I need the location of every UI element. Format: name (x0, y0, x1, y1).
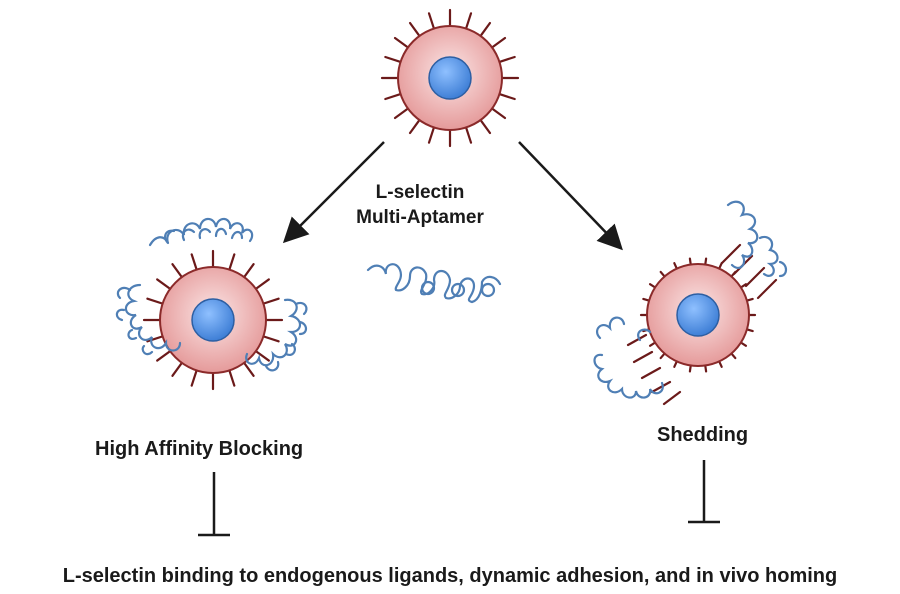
receptor-spike (253, 348, 270, 362)
inhibition-bar-right (688, 460, 720, 524)
receptor-spike (253, 278, 270, 292)
right-cell-nucleus (676, 293, 720, 337)
left-aptamers (115, 217, 308, 372)
receptor-spike (227, 367, 236, 387)
arrow-to-blocking (282, 141, 385, 244)
receptor-spike (190, 367, 199, 387)
inhibited-effect-label: L-selectin binding to endogenous ligands… (62, 565, 838, 587)
aptamer-label: L-selectin Multi-Aptamer (330, 180, 510, 230)
left-cell (115, 217, 308, 391)
receptor-spike (190, 253, 199, 273)
aptamer-label-line1: L-selectin (375, 182, 465, 203)
blocking-label: High Affinity Blocking (95, 438, 304, 460)
shed-fragment-upper (720, 200, 788, 300)
receptor-spike (464, 12, 473, 32)
receptor-spike (496, 92, 516, 101)
right-cell (593, 200, 788, 406)
left-cell-nucleus (191, 298, 235, 342)
receptor-spike (156, 278, 173, 292)
shed-fragment-lower (593, 316, 682, 406)
receptor-spike (260, 334, 280, 343)
shedding-label: Shedding (657, 424, 749, 446)
receptor-spike (384, 92, 404, 101)
receptor-spike (496, 55, 516, 64)
arrow-to-shedding (518, 141, 623, 251)
top-cell-nucleus (428, 56, 472, 100)
receptor-spike (260, 297, 280, 306)
free-multi-aptamer (366, 263, 502, 304)
inhibition-bar-left (198, 472, 230, 537)
aptamer-label-line2: Multi-Aptamer (356, 207, 484, 228)
receptor-spike (384, 55, 404, 64)
top-cell (380, 8, 520, 148)
receptor-spike (427, 12, 436, 32)
receptor-spike (156, 348, 173, 362)
receptor-spike (227, 253, 236, 273)
